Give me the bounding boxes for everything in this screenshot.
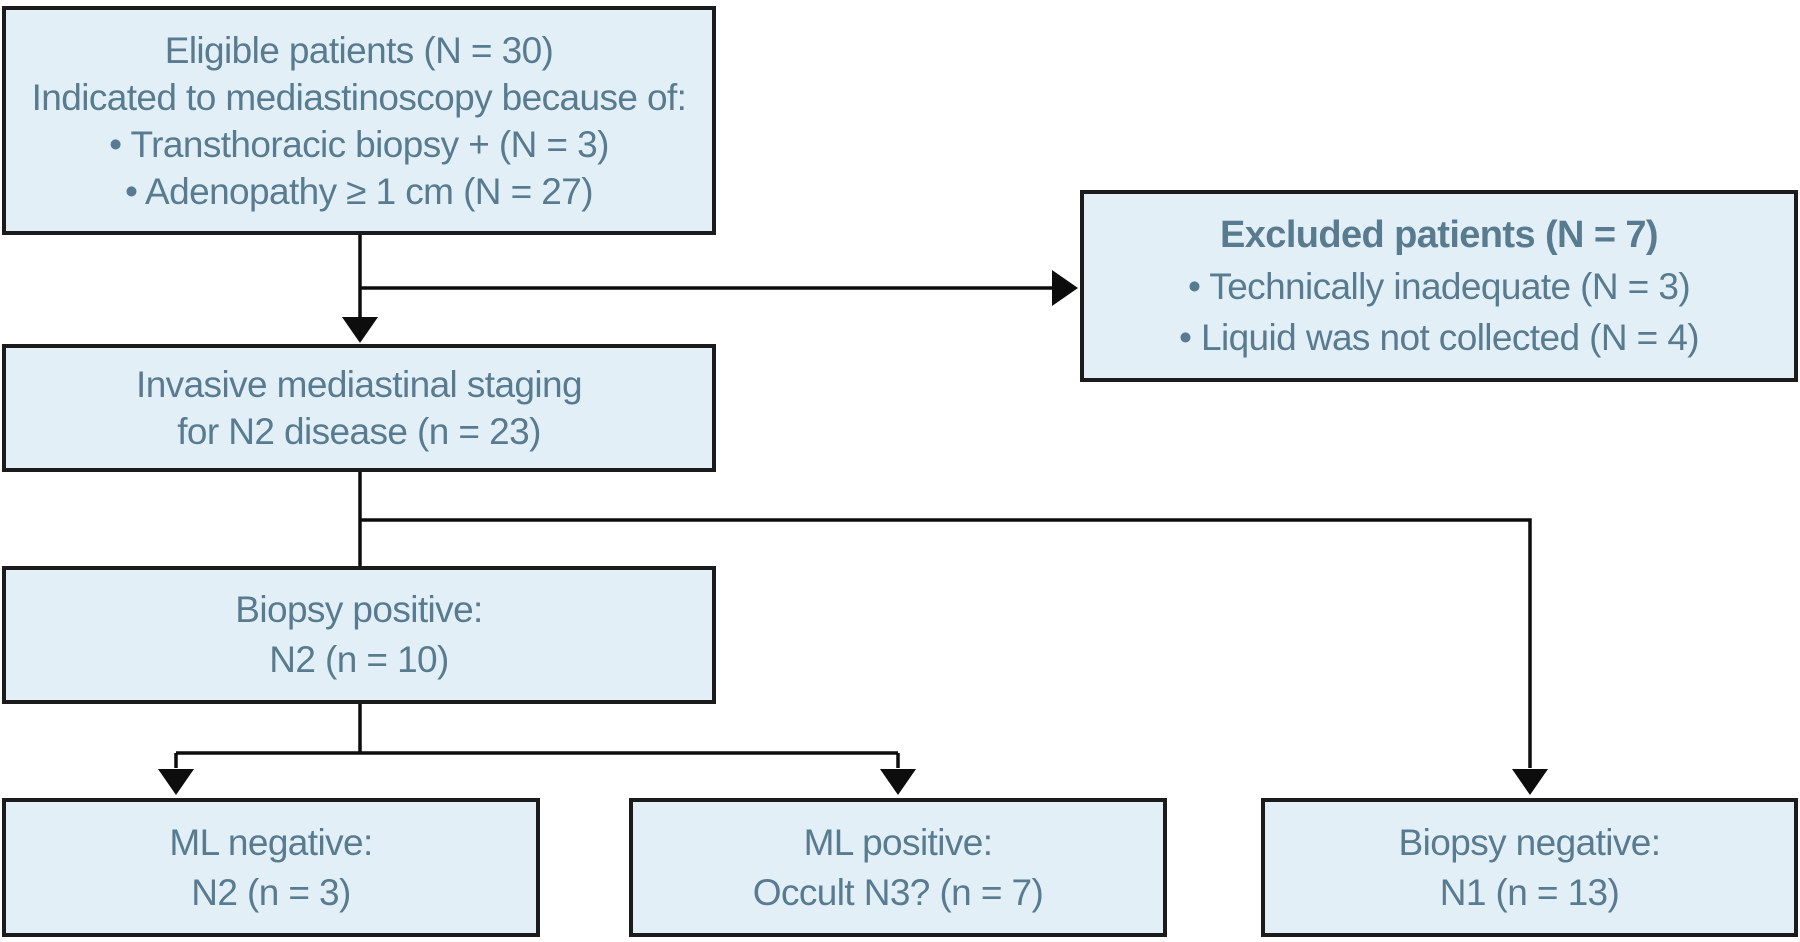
excluded-bullet-1: • Technically inadequate (N = 3) <box>1187 265 1691 307</box>
box-ml-positive: ML positive: Occult N3? (n = 7) <box>629 798 1167 937</box>
ml-negative-line-2: N2 (n = 3) <box>191 871 351 913</box>
biopsy-negative-line-1: Biopsy negative: <box>1398 821 1662 863</box>
box-eligible-patients: Eligible patients (N = 30) Indicated to … <box>2 6 716 235</box>
box-excluded-patients: Excluded patients (N = 7) • Technically … <box>1080 190 1798 382</box>
biopsy-positive-line-1: Biopsy positive: <box>235 589 483 630</box>
line-biopsy-positive-branch <box>174 704 900 768</box>
eligible-bullet-1: • Transthoracic biopsy + (N = 3) <box>109 123 609 165</box>
line-staging-to-biopsy-negative <box>360 518 1532 768</box>
ml-positive-line-1: ML positive: <box>803 821 993 863</box>
arrow-right-excluded-icon <box>1052 270 1078 306</box>
arrow-down-biopsy-negative-icon <box>1512 769 1548 795</box>
excluded-bullet-2: • Liquid was not collected (N = 4) <box>1178 316 1700 358</box>
box-invasive-mediastinal-staging: Invasive mediastinal staging for N2 dise… <box>2 344 716 472</box>
arrow-down-ml-negative-icon <box>158 769 194 795</box>
staging-line-1: Invasive mediastinal staging <box>136 364 583 405</box>
excluded-title: Excluded patients (N = 7) <box>1220 213 1659 256</box>
box-biopsy-positive: Biopsy positive: N2 (n = 10) <box>2 566 716 704</box>
eligible-bullet-2: • Adenopathy ≥ 1 cm (N = 27) <box>125 170 594 212</box>
box-biopsy-negative: Biopsy negative: N1 (n = 13) <box>1261 798 1798 937</box>
ml-negative-line-1: ML negative: <box>169 821 373 863</box>
biopsy-negative-line-2: N1 (n = 13) <box>1439 871 1620 913</box>
box-ml-negative: ML negative: N2 (n = 3) <box>2 798 540 937</box>
eligible-line-1: Eligible patients (N = 30) <box>164 29 554 71</box>
biopsy-positive-line-2: N2 (n = 10) <box>269 639 449 680</box>
staging-line-2: for N2 disease (n = 23) <box>177 411 541 452</box>
ml-positive-line-2: Occult N3? (n = 7) <box>752 871 1044 913</box>
arrow-down-ml-positive-icon <box>880 769 916 795</box>
arrow-down-staging-icon <box>342 317 378 343</box>
eligible-line-2: Indicated to mediastinoscopy because of: <box>31 76 687 118</box>
